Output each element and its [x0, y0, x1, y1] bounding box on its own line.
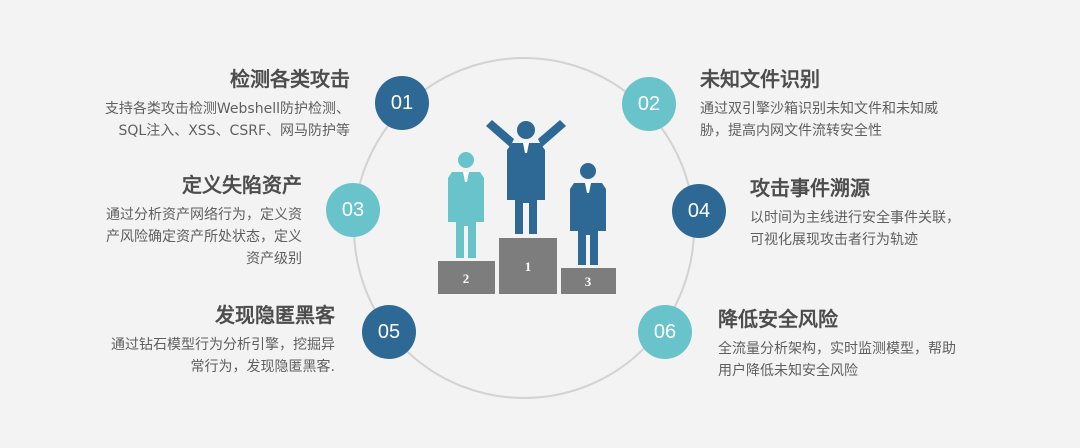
item-06-title: 降低安全风险 [718, 307, 838, 331]
item-04-title: 攻击事件溯源 [750, 176, 870, 200]
step-04-badge: 04 [672, 184, 726, 238]
item-04-desc-line: 可视化展现攻击者行为轨迹 [750, 232, 918, 248]
item-02-title: 未知文件识别 [700, 67, 820, 91]
person-second-icon [448, 152, 484, 258]
podium-third-label: 3 [585, 274, 592, 289]
item-05: 发现隐匿黑客 通过钻石模型行为分析引擎，挖掘异 常行为，发现隐匿黑客. [45, 302, 335, 378]
person-first-icon [486, 120, 566, 234]
item-01-desc-line: SQL注入、XSS、CSRF、网马防护等 [118, 123, 350, 139]
item-06-desc-line: 全流量分析架构，实时监测模型，帮助 [718, 341, 956, 357]
step-05-badge: 05 [362, 305, 416, 359]
podium-first-label: 1 [525, 259, 532, 274]
item-01-desc-line: 支持各类攻击检测Webshell防护检测、 [104, 101, 350, 117]
item-06-desc: 全流量分析架构，实时监测模型，帮助 用户降低未知安全风险 [718, 338, 1018, 382]
item-03-desc-line: 产风险确定资产所处状态，定义 [106, 229, 302, 245]
step-01-badge: 01 [375, 76, 429, 130]
item-06: 降低安全风险 全流量分析架构，实时监测模型，帮助 用户降低未知安全风险 [718, 306, 1018, 382]
item-02-desc: 通过双引擎沙箱识别未知文件和未知威 胁，提高内网文件流转安全性 [700, 98, 1000, 142]
podium-second-label: 2 [463, 271, 470, 286]
step-06-badge: 06 [638, 305, 692, 359]
item-04-desc-line: 以时间为主线进行安全事件关联， [750, 210, 960, 226]
item-03-title: 定义失陷资产 [182, 173, 302, 197]
item-01-title: 检测各类攻击 [230, 67, 350, 91]
step-03-badge: 03 [326, 183, 380, 237]
item-03: 定义失陷资产 通过分析资产网络行为，定义资 产风险确定资产所处状态，定义 资产级… [42, 172, 302, 270]
podium-first-block [499, 238, 557, 294]
item-01-desc: 支持各类攻击检测Webshell防护检测、 SQL注入、XSS、CSRF、网马防… [50, 98, 350, 142]
item-05-desc-line: 通过钻石模型行为分析引擎，挖掘异 [111, 337, 335, 353]
podium: 2 1 3 [438, 238, 616, 294]
podium-third-block [561, 268, 616, 294]
item-05-desc: 通过钻石模型行为分析引擎，挖掘异 常行为，发现隐匿黑客. [45, 334, 335, 378]
item-03-desc: 通过分析资产网络行为，定义资 产风险确定资产所处状态，定义 资产级别 [42, 204, 302, 270]
item-03-desc-line: 通过分析资产网络行为，定义资 [106, 207, 302, 223]
item-05-title: 发现隐匿黑客 [215, 303, 335, 327]
item-05-desc-line: 常行为，发现隐匿黑客. [190, 359, 335, 375]
step-02-badge: 02 [622, 77, 676, 131]
item-06-desc-line: 用户降低未知安全风险 [718, 363, 858, 379]
item-02: 未知文件识别 通过双引擎沙箱识别未知文件和未知威 胁，提高内网文件流转安全性 [700, 66, 1000, 142]
item-02-desc-line: 通过双引擎沙箱识别未知文件和未知威 [700, 101, 938, 117]
person-third-icon [570, 163, 606, 265]
item-02-desc-line: 胁，提高内网文件流转安全性 [700, 123, 882, 139]
podium-second-block [438, 261, 495, 294]
item-04: 攻击事件溯源 以时间为主线进行安全事件关联， 可视化展现攻击者行为轨迹 [750, 175, 1040, 251]
item-01: 检测各类攻击 支持各类攻击检测Webshell防护检测、 SQL注入、XSS、C… [50, 66, 350, 142]
item-04-desc: 以时间为主线进行安全事件关联， 可视化展现攻击者行为轨迹 [750, 207, 1040, 251]
item-03-desc-line: 资产级别 [246, 251, 302, 267]
